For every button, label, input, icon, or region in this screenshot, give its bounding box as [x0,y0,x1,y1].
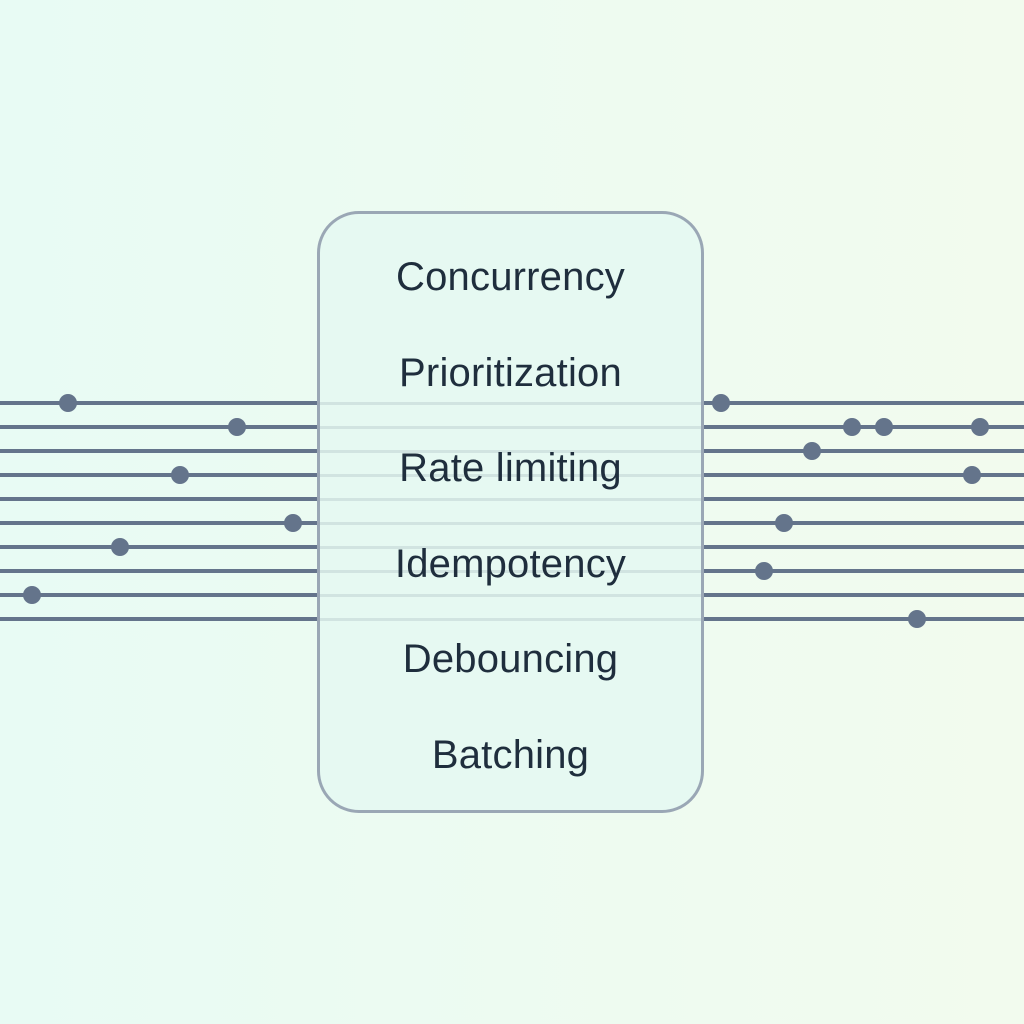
card-inner-line [320,545,701,549]
card-item-rate-limiting: Rate limiting [399,446,622,491]
flow-dot [803,442,821,460]
flow-dot [908,610,926,628]
flow-dot [228,418,246,436]
card-item-idempotency: Idempotency [394,541,627,586]
card-item-batching: Batching [431,732,590,777]
card-item-debouncing: Debouncing [402,637,619,682]
flow-dot [843,418,861,436]
card-inner-line [320,401,701,405]
card-inner-line [320,425,701,429]
flow-dot [111,538,129,556]
card-inner-line [320,497,701,501]
flow-dot [875,418,893,436]
card-inner-line [320,449,701,453]
flow-dot [775,514,793,532]
card-inner-line [320,473,701,477]
flow-dot [755,562,773,580]
flow-dot [171,466,189,484]
concept-card: Concurrency Prioritization Rate limiting… [317,211,704,813]
card-inner-line [320,617,701,621]
card-inner-line [320,521,701,525]
card-item-concurrency: Concurrency [396,255,625,299]
flow-dot [284,514,302,532]
flow-dot [712,394,730,412]
card-item-prioritization: Prioritization [399,350,622,395]
flow-dot [963,466,981,484]
flow-dot [971,418,989,436]
card-inner-line [320,569,701,573]
card-inner-line [320,593,701,597]
flow-dot [23,586,41,604]
flow-dot [59,394,77,412]
